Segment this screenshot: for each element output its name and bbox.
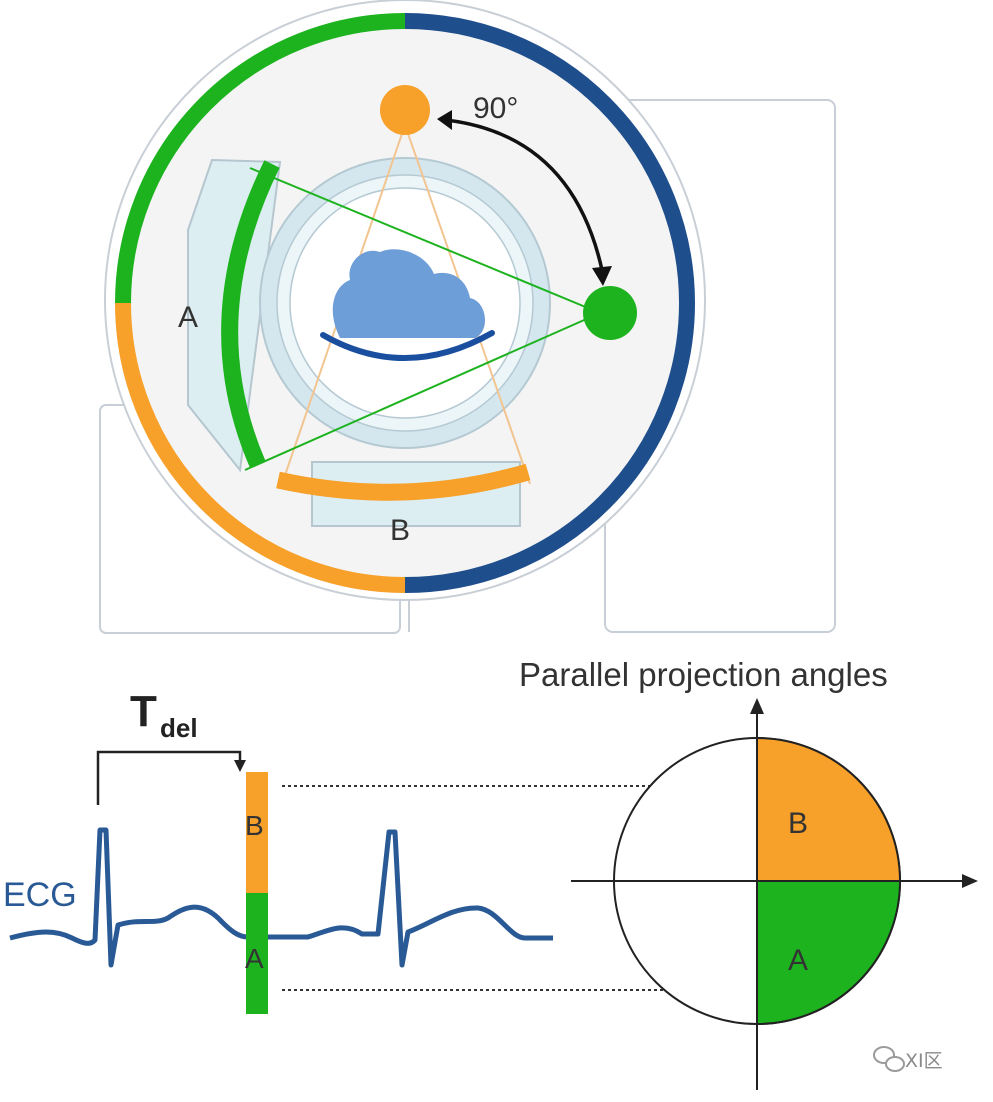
ecg-panel: T del ECG B A [3, 687, 710, 1014]
watermark-chat-icon [873, 1046, 905, 1072]
rotation-arrow [445, 118, 604, 271]
quadrant-b-label: B [788, 807, 808, 840]
patient-icon [332, 249, 486, 338]
xray-tube-b-icon [380, 85, 430, 135]
rotation-arrowhead-bottom [592, 266, 612, 286]
ecg-trace [9, 827, 553, 968]
quadrant-b [756, 736, 902, 882]
acquisition-window-b [246, 772, 268, 893]
fan-a-lower-edge [244, 312, 601, 471]
rotation-angle-label: 90° [473, 92, 518, 125]
projection-title: Parallel projection angles [519, 656, 888, 693]
quadrant-a [756, 880, 902, 1026]
rotation-arrowhead-top [437, 110, 452, 130]
delay-bracket-arrowhead [234, 760, 246, 772]
delay-subscript: del [160, 713, 198, 743]
detector-a [221, 160, 280, 469]
detector-b-label: B [390, 514, 410, 547]
ring-segment-orange [115, 302, 406, 593]
fan-a-upper-edge [249, 167, 601, 314]
projection-angles-panel: Parallel projection angles B A [519, 656, 978, 1090]
scanner-gantry: 90° A B [99, 0, 836, 634]
quadrant-a-label: A [788, 944, 808, 977]
detector-a-label: A [178, 301, 198, 334]
xray-tube-a-icon [583, 286, 637, 340]
acquisition-window-a [246, 893, 268, 1014]
patient-table [320, 330, 495, 361]
delay-bracket [96, 750, 242, 805]
detector-b [276, 463, 531, 501]
ring-segment-green [115, 13, 406, 304]
delay-symbol: T [130, 687, 157, 736]
acquisition-window-a-label: A [245, 943, 264, 974]
vertical-axis-arrowhead [750, 698, 764, 714]
acquisition-window-b-label: B [245, 810, 264, 841]
horizontal-axis-arrowhead [962, 874, 978, 888]
ring-segment-navy [404, 13, 695, 593]
watermark-text: XI区 [905, 1050, 943, 1072]
ecg-label: ECG [3, 876, 77, 914]
